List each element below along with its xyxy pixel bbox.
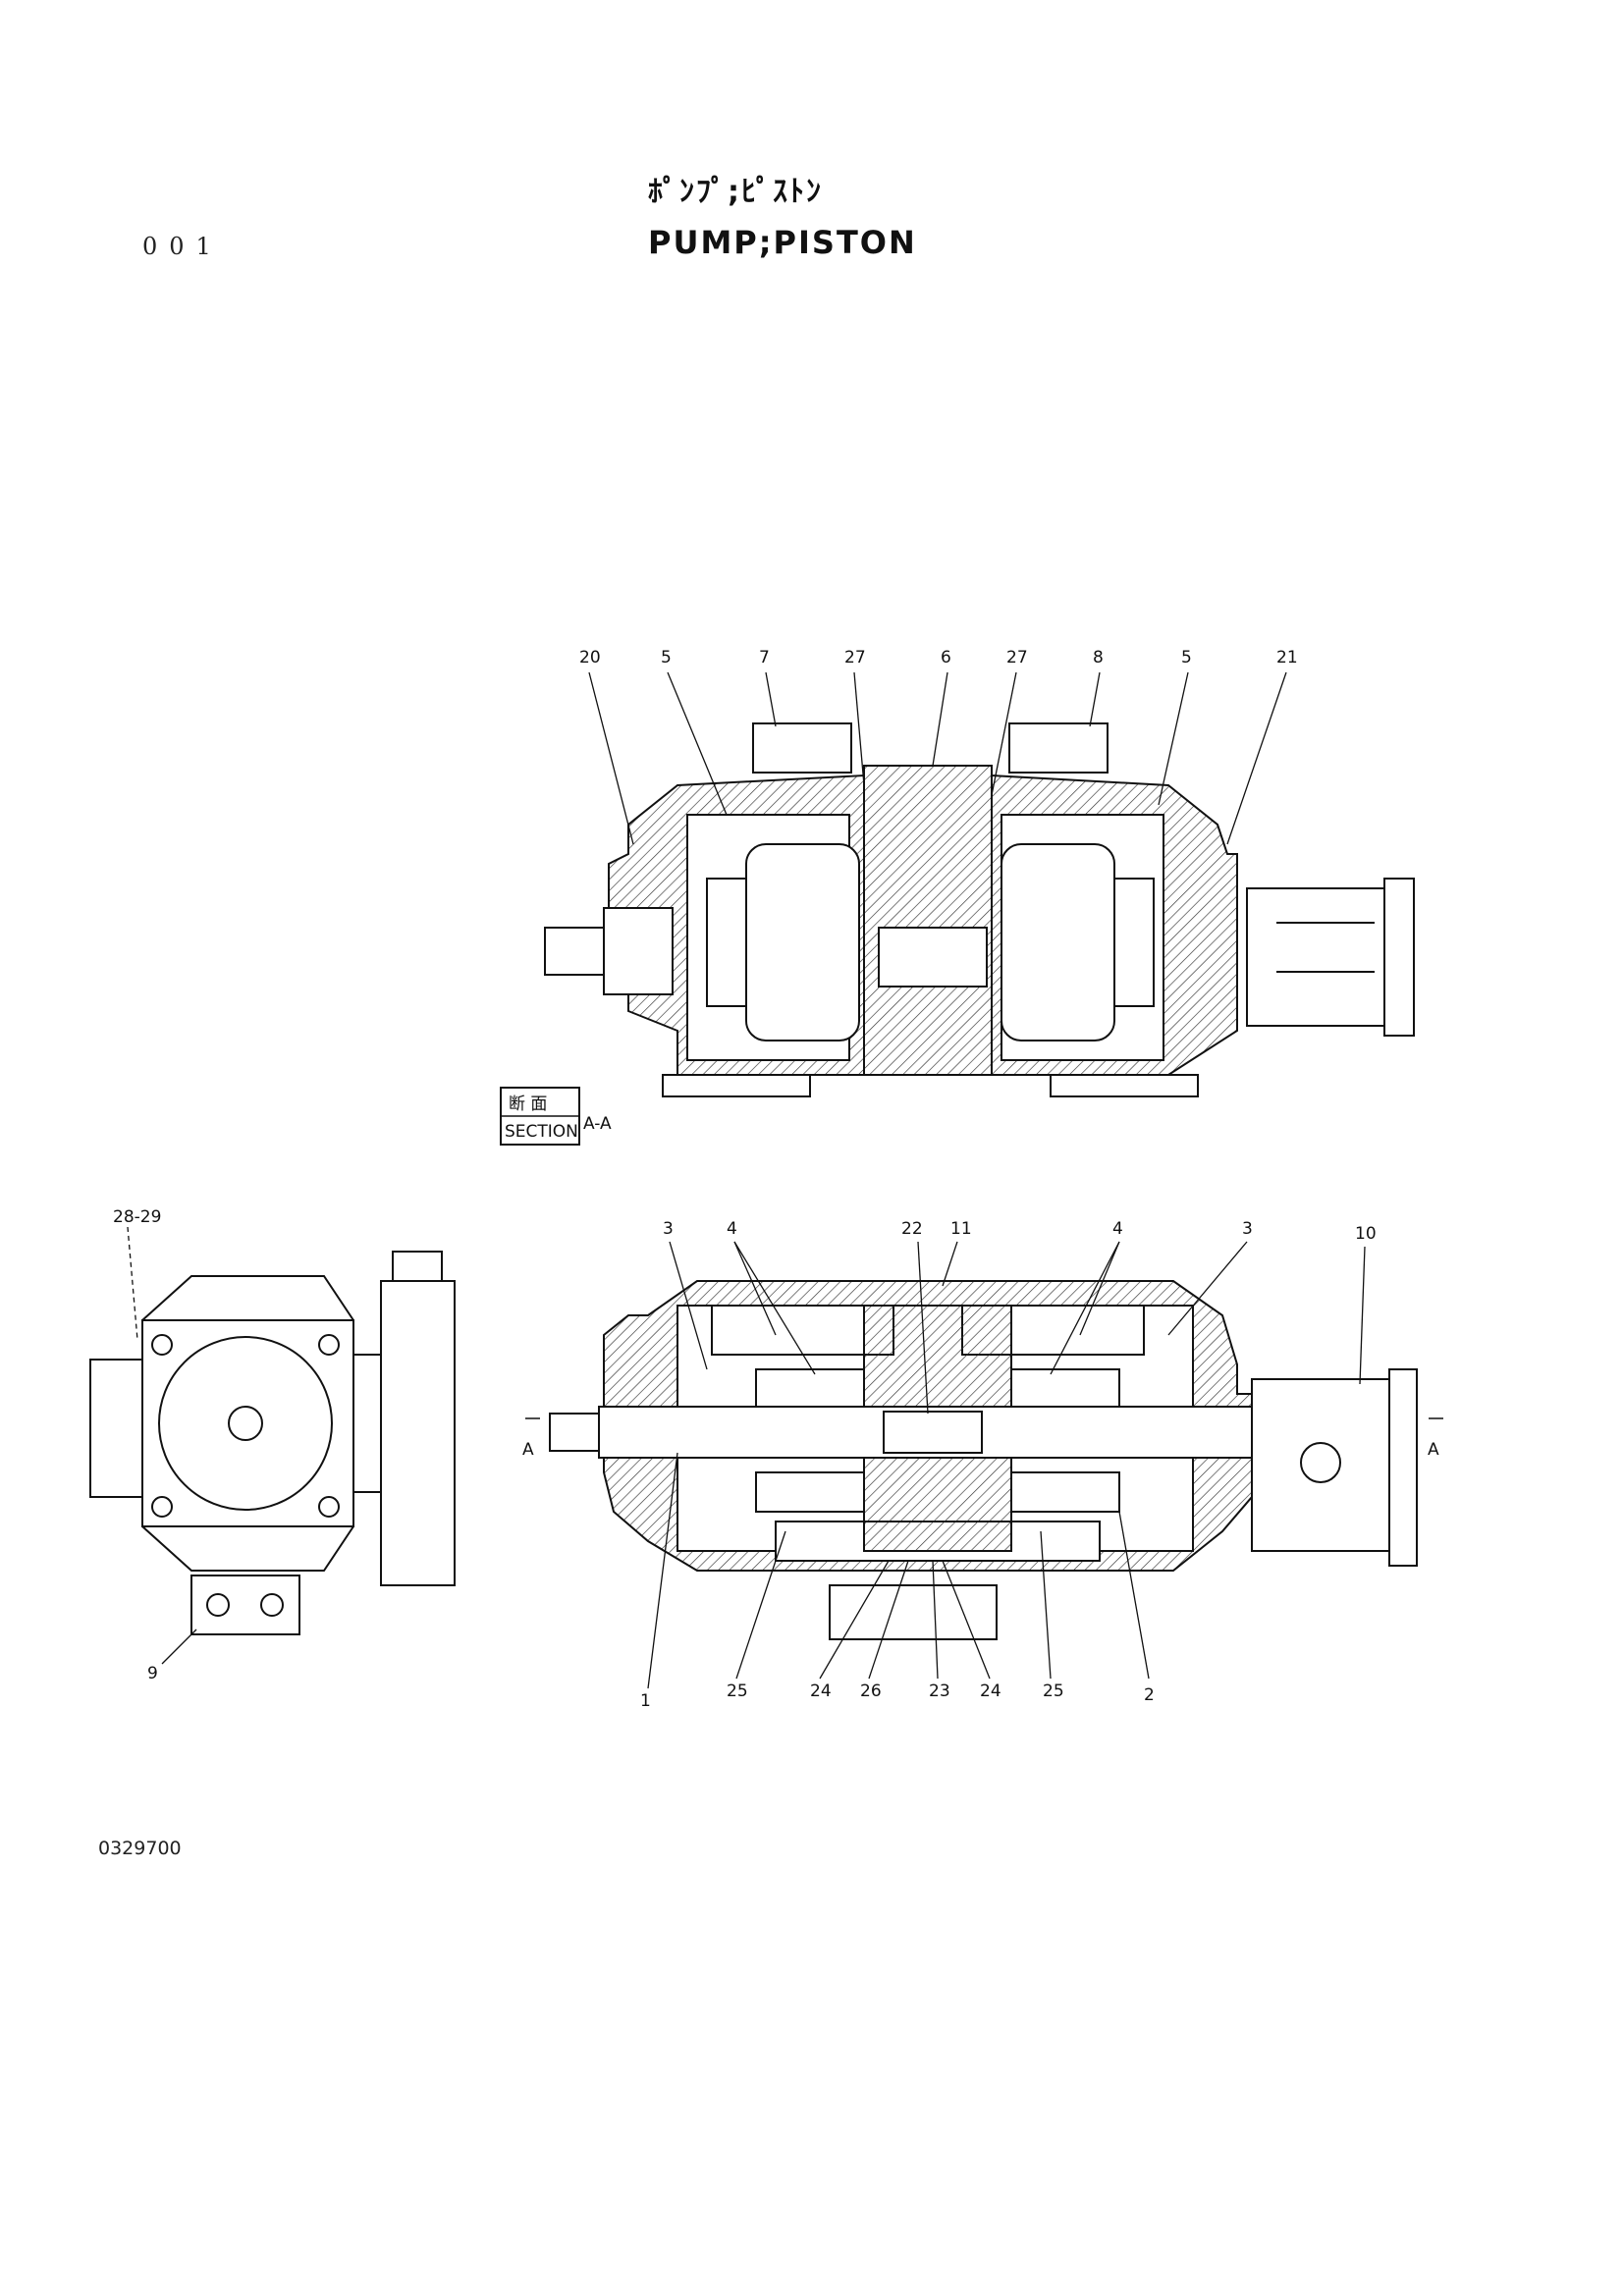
section-marker-left: A [522, 1440, 534, 1460]
callout-label: 24 [980, 1682, 1001, 1701]
callout-label: 3 [663, 1219, 674, 1239]
section-label-name: A-A [583, 1114, 612, 1134]
section-label-box: 断 面 SECTION A-A [500, 1087, 612, 1146]
title-japanese: ﾎﾟﾝﾌﾟ;ﾋﾟｽﾄﾝ [648, 175, 823, 209]
callout-label: 8 [1093, 648, 1104, 667]
callout-label: 9 [147, 1664, 158, 1683]
end-view [89, 1251, 456, 1635]
callout-label: 28-29 [113, 1207, 161, 1227]
callout-label: 6 [941, 648, 951, 667]
callout-label: 7 [759, 648, 770, 667]
section-label-en: SECTION [505, 1122, 578, 1142]
page-number: 001 [142, 233, 223, 260]
callout-label: 27 [1006, 648, 1028, 667]
callout-label: 27 [844, 648, 866, 667]
callout-leaders-top [588, 671, 1287, 845]
callouts-top: 20 5 7 27 6 27 8 5 21 [579, 648, 1298, 667]
section-label-jp: 断 面 [509, 1095, 547, 1114]
callout-label: 11 [950, 1219, 972, 1239]
callout-label: 5 [661, 648, 672, 667]
section-marker-right: A [1428, 1440, 1439, 1460]
callout-label: 23 [929, 1682, 950, 1701]
callout-label: 26 [860, 1682, 882, 1701]
callout-label: 1 [640, 1691, 651, 1711]
callout-label: 20 [579, 648, 601, 667]
callouts-main-bottom: 1 25 24 26 23 24 25 2 [640, 1682, 1155, 1711]
callout-label: 21 [1276, 648, 1298, 667]
callout-label: 22 [901, 1219, 923, 1239]
drawing-number: 0329700 [98, 1838, 182, 1859]
callout-label: 10 [1355, 1224, 1377, 1244]
main-view [549, 1280, 1418, 1640]
callout-leaders-left [127, 1226, 197, 1665]
callout-label: 4 [1112, 1219, 1123, 1239]
callout-label: 25 [1043, 1682, 1064, 1701]
callouts-main-top: 3 4 22 11 4 3 10 [663, 1219, 1377, 1244]
callout-label: 5 [1181, 648, 1192, 667]
callout-label: 3 [1242, 1219, 1253, 1239]
callout-label: 4 [727, 1219, 737, 1239]
callout-label: 25 [727, 1682, 748, 1701]
callout-label: 24 [810, 1682, 832, 1701]
callout-leaders-main [647, 1241, 1366, 1689]
callout-label: 2 [1144, 1685, 1155, 1705]
section-view-aa [544, 722, 1415, 1097]
title-english: PUMP;PISTON [648, 224, 917, 261]
